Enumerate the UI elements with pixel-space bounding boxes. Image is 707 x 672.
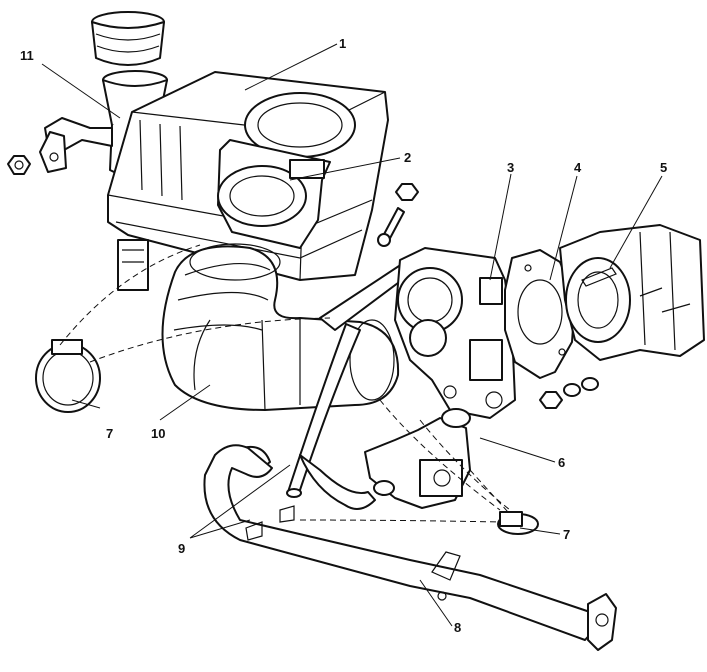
callout-4: 4 xyxy=(574,160,582,175)
callout-labels: 1 2 3 4 5 6 7 7 8 9 10 11 xyxy=(20,36,667,635)
callout-3: 3 xyxy=(507,160,514,175)
callout-6: 6 xyxy=(558,455,565,470)
callout-5: 5 xyxy=(660,160,667,175)
part-7-hose-clamp-left xyxy=(35,339,101,413)
callout-10: 10 xyxy=(151,426,165,441)
callout-8: 8 xyxy=(454,620,461,635)
part-5-intake-manifold xyxy=(559,224,705,361)
part-7-hose-clamp-right xyxy=(497,511,539,535)
assembly-dashed-lines xyxy=(59,244,511,523)
part-3-throttle-body xyxy=(394,247,516,419)
callout-7-right: 7 xyxy=(563,527,570,542)
part-8-pipe xyxy=(203,444,617,651)
part-4-gasket xyxy=(504,249,576,379)
bolt-small xyxy=(377,207,405,247)
hex-nut-left xyxy=(7,155,31,175)
callout-2: 2 xyxy=(404,150,411,165)
hex-nut-right xyxy=(395,183,419,201)
part-6-coolant-fitting xyxy=(364,408,471,509)
callout-7-left: 7 xyxy=(106,426,113,441)
part-9-hoses xyxy=(235,259,419,510)
callout-9: 9 xyxy=(178,541,185,556)
callout-11: 11 xyxy=(20,48,34,63)
leader-lines xyxy=(41,43,663,627)
washer-nut-set xyxy=(539,377,599,409)
part-2-air-flow-meter xyxy=(217,139,331,249)
callout-1: 1 xyxy=(339,36,346,51)
